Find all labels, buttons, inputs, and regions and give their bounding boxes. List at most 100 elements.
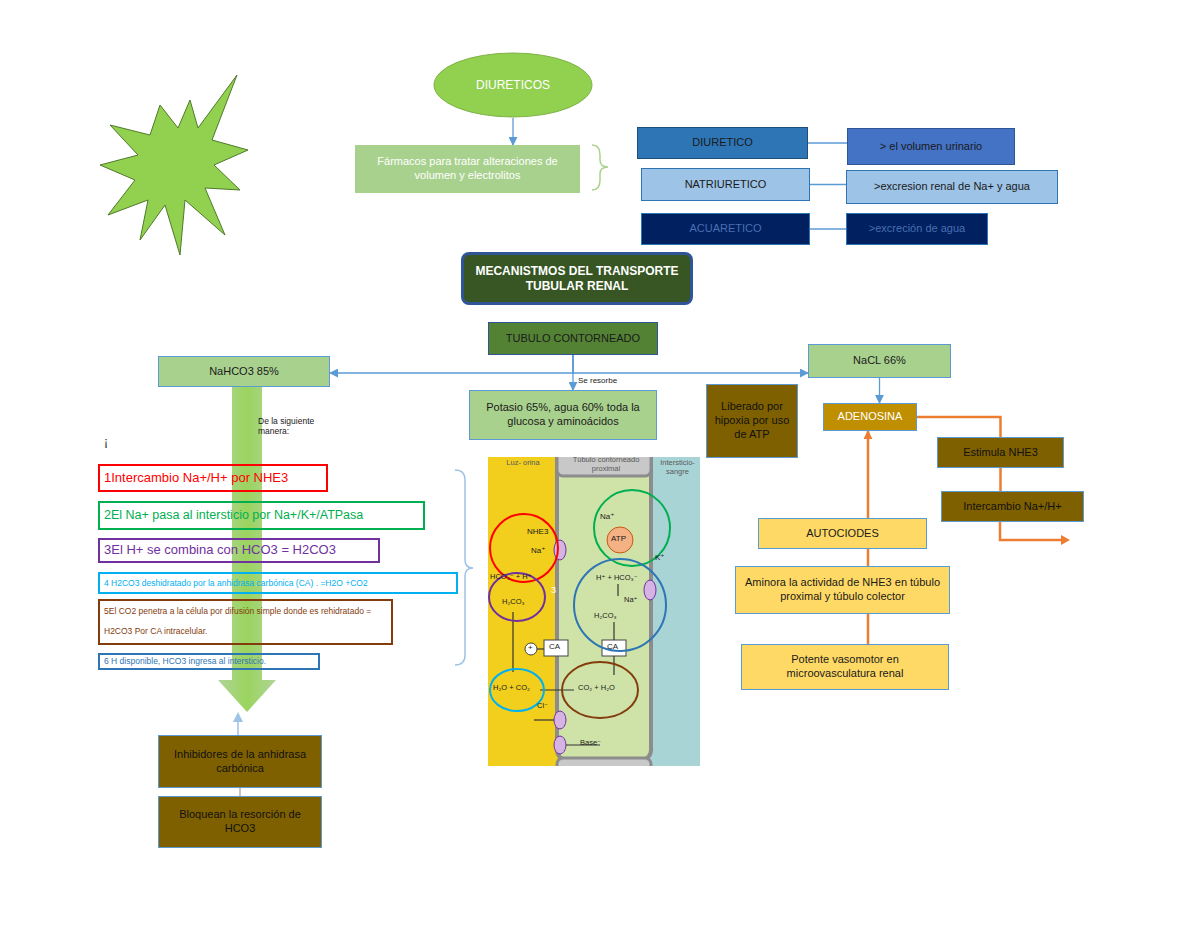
step-highlight xyxy=(562,662,638,718)
interstitium-band xyxy=(648,457,700,766)
reaction-arrow xyxy=(537,648,544,649)
illustration-label: Base⁻ xyxy=(580,739,601,748)
node-text: DIURETICO xyxy=(692,136,753,150)
node-text: Liberado por hipoxia por uso de ATP xyxy=(712,400,792,441)
node-text: 2El Na+ pasa al intersticio por Na+/K+/A… xyxy=(104,508,363,524)
node-text: ADENOSINA xyxy=(838,410,903,424)
illustration-label: K⁺ xyxy=(655,553,665,562)
illustration-label: Intersticio- sangre xyxy=(655,459,700,476)
arrow-head xyxy=(1061,535,1070,545)
illustration-label: Luz- orina xyxy=(506,459,540,468)
ellipse-shape xyxy=(434,53,592,117)
illustration-label: + xyxy=(528,643,533,652)
illustration-label: CA xyxy=(607,642,618,651)
reaction-arrow xyxy=(613,622,614,640)
title-ellipse: DIURETICOS xyxy=(433,52,593,118)
curly-brace xyxy=(592,145,608,190)
process-box: Liberado por hipoxia por uso de ATP xyxy=(706,384,798,458)
process-box: Potente vasomotor en microovasculatura r… xyxy=(741,644,949,690)
process-box: 1Intercambio Na+/H+ por NHE3 xyxy=(98,464,328,492)
illustration-label: H₂O + CO₂ xyxy=(493,684,530,693)
cell-body xyxy=(557,758,651,766)
lumen-band xyxy=(488,457,562,766)
connector-line xyxy=(867,614,870,644)
node-text: NATRIURETICO xyxy=(685,178,767,192)
process-box: Inhibidores de la anhidrasa carbónica xyxy=(158,735,322,788)
connector-line xyxy=(810,228,846,229)
connector-line xyxy=(999,468,1002,491)
connector-line xyxy=(917,417,1001,437)
connector-line xyxy=(879,378,880,403)
illustration-label: Na⁺ xyxy=(531,546,545,555)
transporter xyxy=(554,711,566,729)
node-text: Bloquean la resorción de HCO3 xyxy=(164,808,316,836)
process-box: NaHCO3 85% xyxy=(158,356,330,387)
cell-illustration xyxy=(488,457,700,766)
process-box: NATRIURETICO xyxy=(641,168,810,201)
process-box: Aminora la actividad de NHE3 en túbulo p… xyxy=(735,566,950,614)
node-text: Estimula NHE3 xyxy=(963,446,1038,460)
process-box: 3El H+ se combina con HCO3 = H2CO3 xyxy=(98,538,380,563)
node-text: NaCL 66% xyxy=(853,354,906,368)
node-text: 6 H disponible, HCO3 ingresa al intersti… xyxy=(104,656,266,667)
transporter xyxy=(644,580,656,600)
step-highlight xyxy=(489,573,545,621)
process-box: Intercambio Na+/H+ xyxy=(941,491,1084,522)
note-label: De la siguiente manera: xyxy=(258,417,340,437)
step-highlight xyxy=(490,514,558,582)
starburst-shape xyxy=(100,75,248,255)
reaction-arrow xyxy=(540,689,574,690)
node-text: MECANISTMOS DEL TRANSPORTE TUBULAR RENAL xyxy=(469,264,685,294)
node-text: 1Intercambio Na+/H+ por NHE3 xyxy=(104,470,288,486)
note-label: ¡ xyxy=(104,436,108,450)
illustration-label: H₂CO₃ xyxy=(594,612,617,621)
node-text: > el volumen urinario xyxy=(880,140,982,154)
process-box: 2El Na+ pasa al intersticio por Na+/K+/A… xyxy=(98,501,425,530)
process-box: 5El CO2 penetra a la célula por difusión… xyxy=(98,599,393,645)
reaction-arrow xyxy=(617,584,618,596)
connector-line xyxy=(572,355,573,390)
atp-pump xyxy=(607,527,633,553)
illustration-label: H⁺ + HCO₃⁻ xyxy=(596,574,638,583)
step-highlight xyxy=(490,669,544,711)
illustration-label: Na⁺ xyxy=(624,596,638,605)
reaction-arrow xyxy=(613,656,614,675)
connector-line xyxy=(867,549,870,566)
node-text: 3El H+ se combina con HCO3 = H2CO3 xyxy=(104,542,336,558)
process-box: TUBULO CONTORNEADO xyxy=(488,322,658,355)
node-text: Fármacos para tratar alteraciones de vol… xyxy=(361,155,574,183)
node-text: DIURETICOS xyxy=(476,78,550,93)
pointer-arrow xyxy=(237,720,239,735)
transporter xyxy=(554,736,566,754)
illustration-label: Cl⁻ xyxy=(537,702,548,711)
ca-enzyme xyxy=(544,640,568,656)
node-text: Intercambio Na+/H+ xyxy=(963,500,1061,514)
process-box: ADENOSINA xyxy=(823,403,917,431)
illustration-label: Na⁺ xyxy=(600,512,614,521)
plus-symbol xyxy=(525,643,537,655)
node-text: 4 H2CO3 deshidratado por la anhidrasa ca… xyxy=(104,578,368,589)
edge-label: Se resorbe xyxy=(578,376,617,385)
step-highlight xyxy=(574,559,666,651)
connector-line xyxy=(808,142,847,143)
process-box: Potasio 65%, agua 60% toda la glucosa y … xyxy=(469,390,657,440)
process-box: Estimula NHE3 xyxy=(937,437,1064,468)
illustration-label: HCO₃⁻ + H⁺ xyxy=(490,573,532,582)
connector-line xyxy=(239,788,240,796)
node-text: Aminora la actividad de NHE3 en túbulo p… xyxy=(741,576,944,604)
curly-brace xyxy=(455,470,473,665)
process-box: >excreción de agua xyxy=(846,213,988,245)
connector-line xyxy=(867,431,870,518)
process-box: DIURETICO xyxy=(637,127,808,159)
connector-line xyxy=(573,355,808,373)
process-box: 6 H disponible, HCO3 ingresa al intersti… xyxy=(98,653,320,670)
arrow-head xyxy=(233,712,243,722)
process-box: 4 H2CO3 deshidratado por la anhidrasa ca… xyxy=(98,572,458,594)
process-box: Bloquean la resorción de HCO3 xyxy=(158,796,322,848)
pointer-arrow xyxy=(1000,522,1062,540)
illustration-label: NHE3 xyxy=(527,527,548,536)
node-text: >excresion renal de Na+ y agua xyxy=(874,180,1030,194)
illustration-label: CA xyxy=(549,642,560,651)
